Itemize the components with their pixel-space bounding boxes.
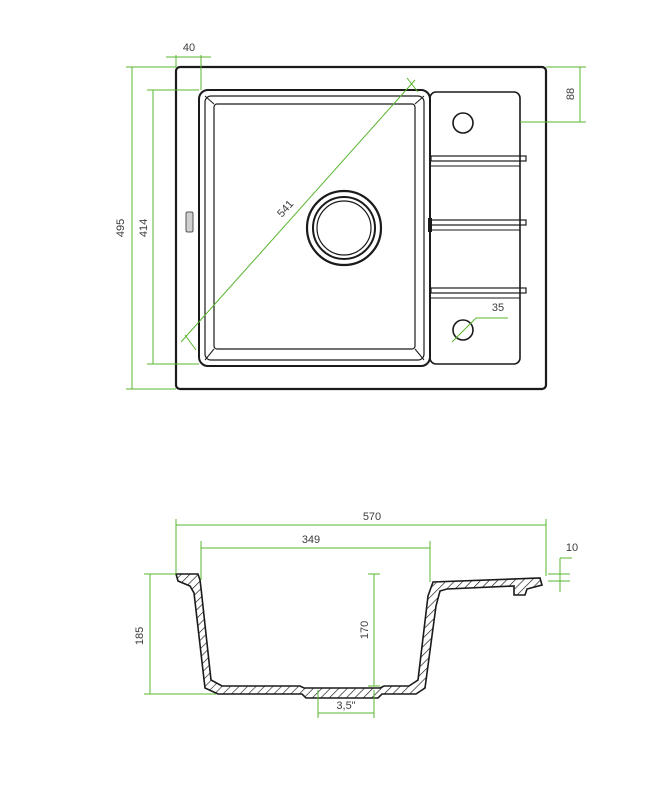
dim-overall-width: 570 xyxy=(175,511,547,576)
dim-label-left-offset: 40 xyxy=(183,42,195,54)
dim-label-bowl-width: 349 xyxy=(302,534,320,546)
dim-overall-height: 495 xyxy=(115,66,176,390)
dim-label-tap-hole: 35 xyxy=(492,302,504,314)
top-view: 40 495 414 541 88 xyxy=(115,42,586,391)
dim-overall-depth: 185 xyxy=(134,573,216,695)
bowl-drain xyxy=(305,189,383,267)
tap-hole-top xyxy=(452,112,474,134)
dim-label-overall-height: 495 xyxy=(115,219,127,237)
dim-label-drainer-top-offset: 88 xyxy=(565,88,577,100)
dim-tap-hole: 35 xyxy=(451,302,508,343)
bowl-inner-outline xyxy=(204,95,425,361)
dim-label-bowl-depth: 170 xyxy=(359,621,371,639)
dim-rim-thickness: 10 xyxy=(548,542,578,592)
dim-drainer-top-offset: 88 xyxy=(520,66,586,123)
dim-diagonal: 541 xyxy=(180,77,419,351)
bowl-floor-outline xyxy=(213,103,416,350)
dim-label-rim-thickness: 10 xyxy=(566,542,578,554)
dim-bowl-depth: 170 xyxy=(359,573,380,687)
dim-left-offset: 40 xyxy=(166,42,211,90)
dim-label-overall-depth: 185 xyxy=(134,627,146,645)
dim-label-drain-size: 3,5" xyxy=(336,700,355,712)
sink-outer-outline xyxy=(174,65,548,391)
bowl-outer-outline xyxy=(198,89,431,367)
dim-label-bowl-height: 414 xyxy=(138,219,150,237)
sink-cross-section xyxy=(174,573,543,699)
dim-label-overall-width: 570 xyxy=(363,511,381,523)
drainer-area xyxy=(428,91,527,365)
dim-bowl-width: 349 xyxy=(200,534,431,582)
overflow-icon xyxy=(185,211,194,233)
dim-drain-size: 3,5" xyxy=(317,690,375,718)
dim-bowl-height: 414 xyxy=(138,89,199,365)
tap-hole-bottom xyxy=(452,319,474,341)
side-view: 570 349 10 185 170 xyxy=(134,511,578,718)
